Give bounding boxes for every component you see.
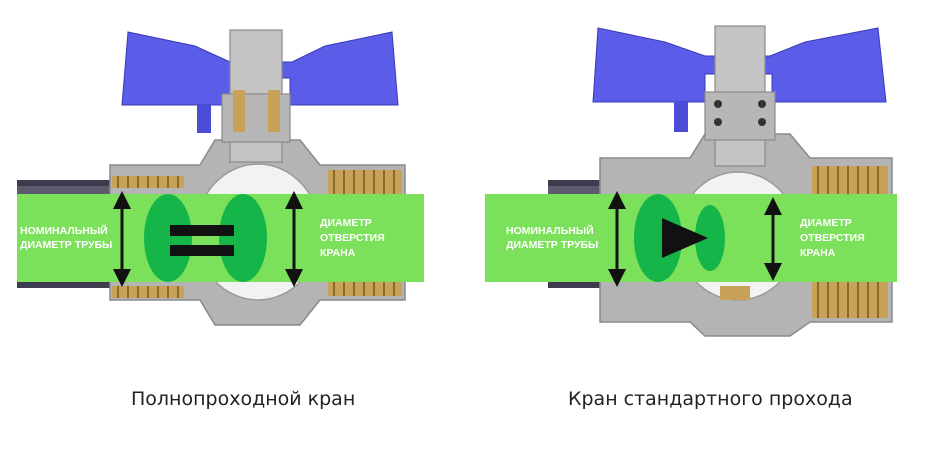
label-nominal-diameter: ДИАМЕТР ТРУБЫ [506,239,598,251]
stem-brass [268,90,280,132]
equals-symbol-top [170,225,234,236]
bore-ellipse-left [634,194,682,282]
stem-oring [758,100,766,108]
caption-standard-bore: Кран стандартного прохода [568,388,853,410]
threads-left [112,176,184,298]
label-bore-diameter: ДИАМЕТР [320,217,372,229]
bore-ellipse-right [695,205,725,271]
equals-symbol-bottom [170,245,234,256]
flow-arrow-symbol [662,218,708,258]
handle-stop [674,102,688,132]
stem-brass [233,90,245,132]
label-nominal-diameter: НОМИНАЛЬНЫЙ [20,224,108,237]
label-bore-diameter: КРАНА [800,247,836,259]
stem-oring [714,100,722,108]
stem-nut [704,91,776,141]
standard-bore-valve: НОМИНАЛЬНЫЙ ДИАМЕТР ТРУБЫ ДИАМЕТР ОТВЕРС… [485,25,897,337]
label-bore-diameter: ДИАМЕТР [800,217,852,229]
label-bore-diameter: ОТВЕРСТИЯ [320,232,385,244]
handle-stop [197,105,211,133]
label-nominal-diameter: ДИАМЕТР ТРУБЫ [20,239,112,251]
label-nominal-diameter: НОМИНАЛЬНЫЙ [506,224,594,237]
full-bore-valve: НОМИНАЛЬНЫЙ ДИАМЕТР ТРУБЫ ДИАМЕТР ОТВЕРС… [17,29,424,326]
stem-oring [758,118,766,126]
label-bore-diameter: КРАНА [320,247,356,259]
caption-full-bore: Полнопроходной кран [131,388,356,410]
stem-oring [714,118,722,126]
bore-ellipse-left [144,194,192,282]
label-bore-diameter: ОТВЕРСТИЯ [800,232,865,244]
bore-ellipse-right [219,194,267,282]
ball-brass-seat [720,286,750,300]
